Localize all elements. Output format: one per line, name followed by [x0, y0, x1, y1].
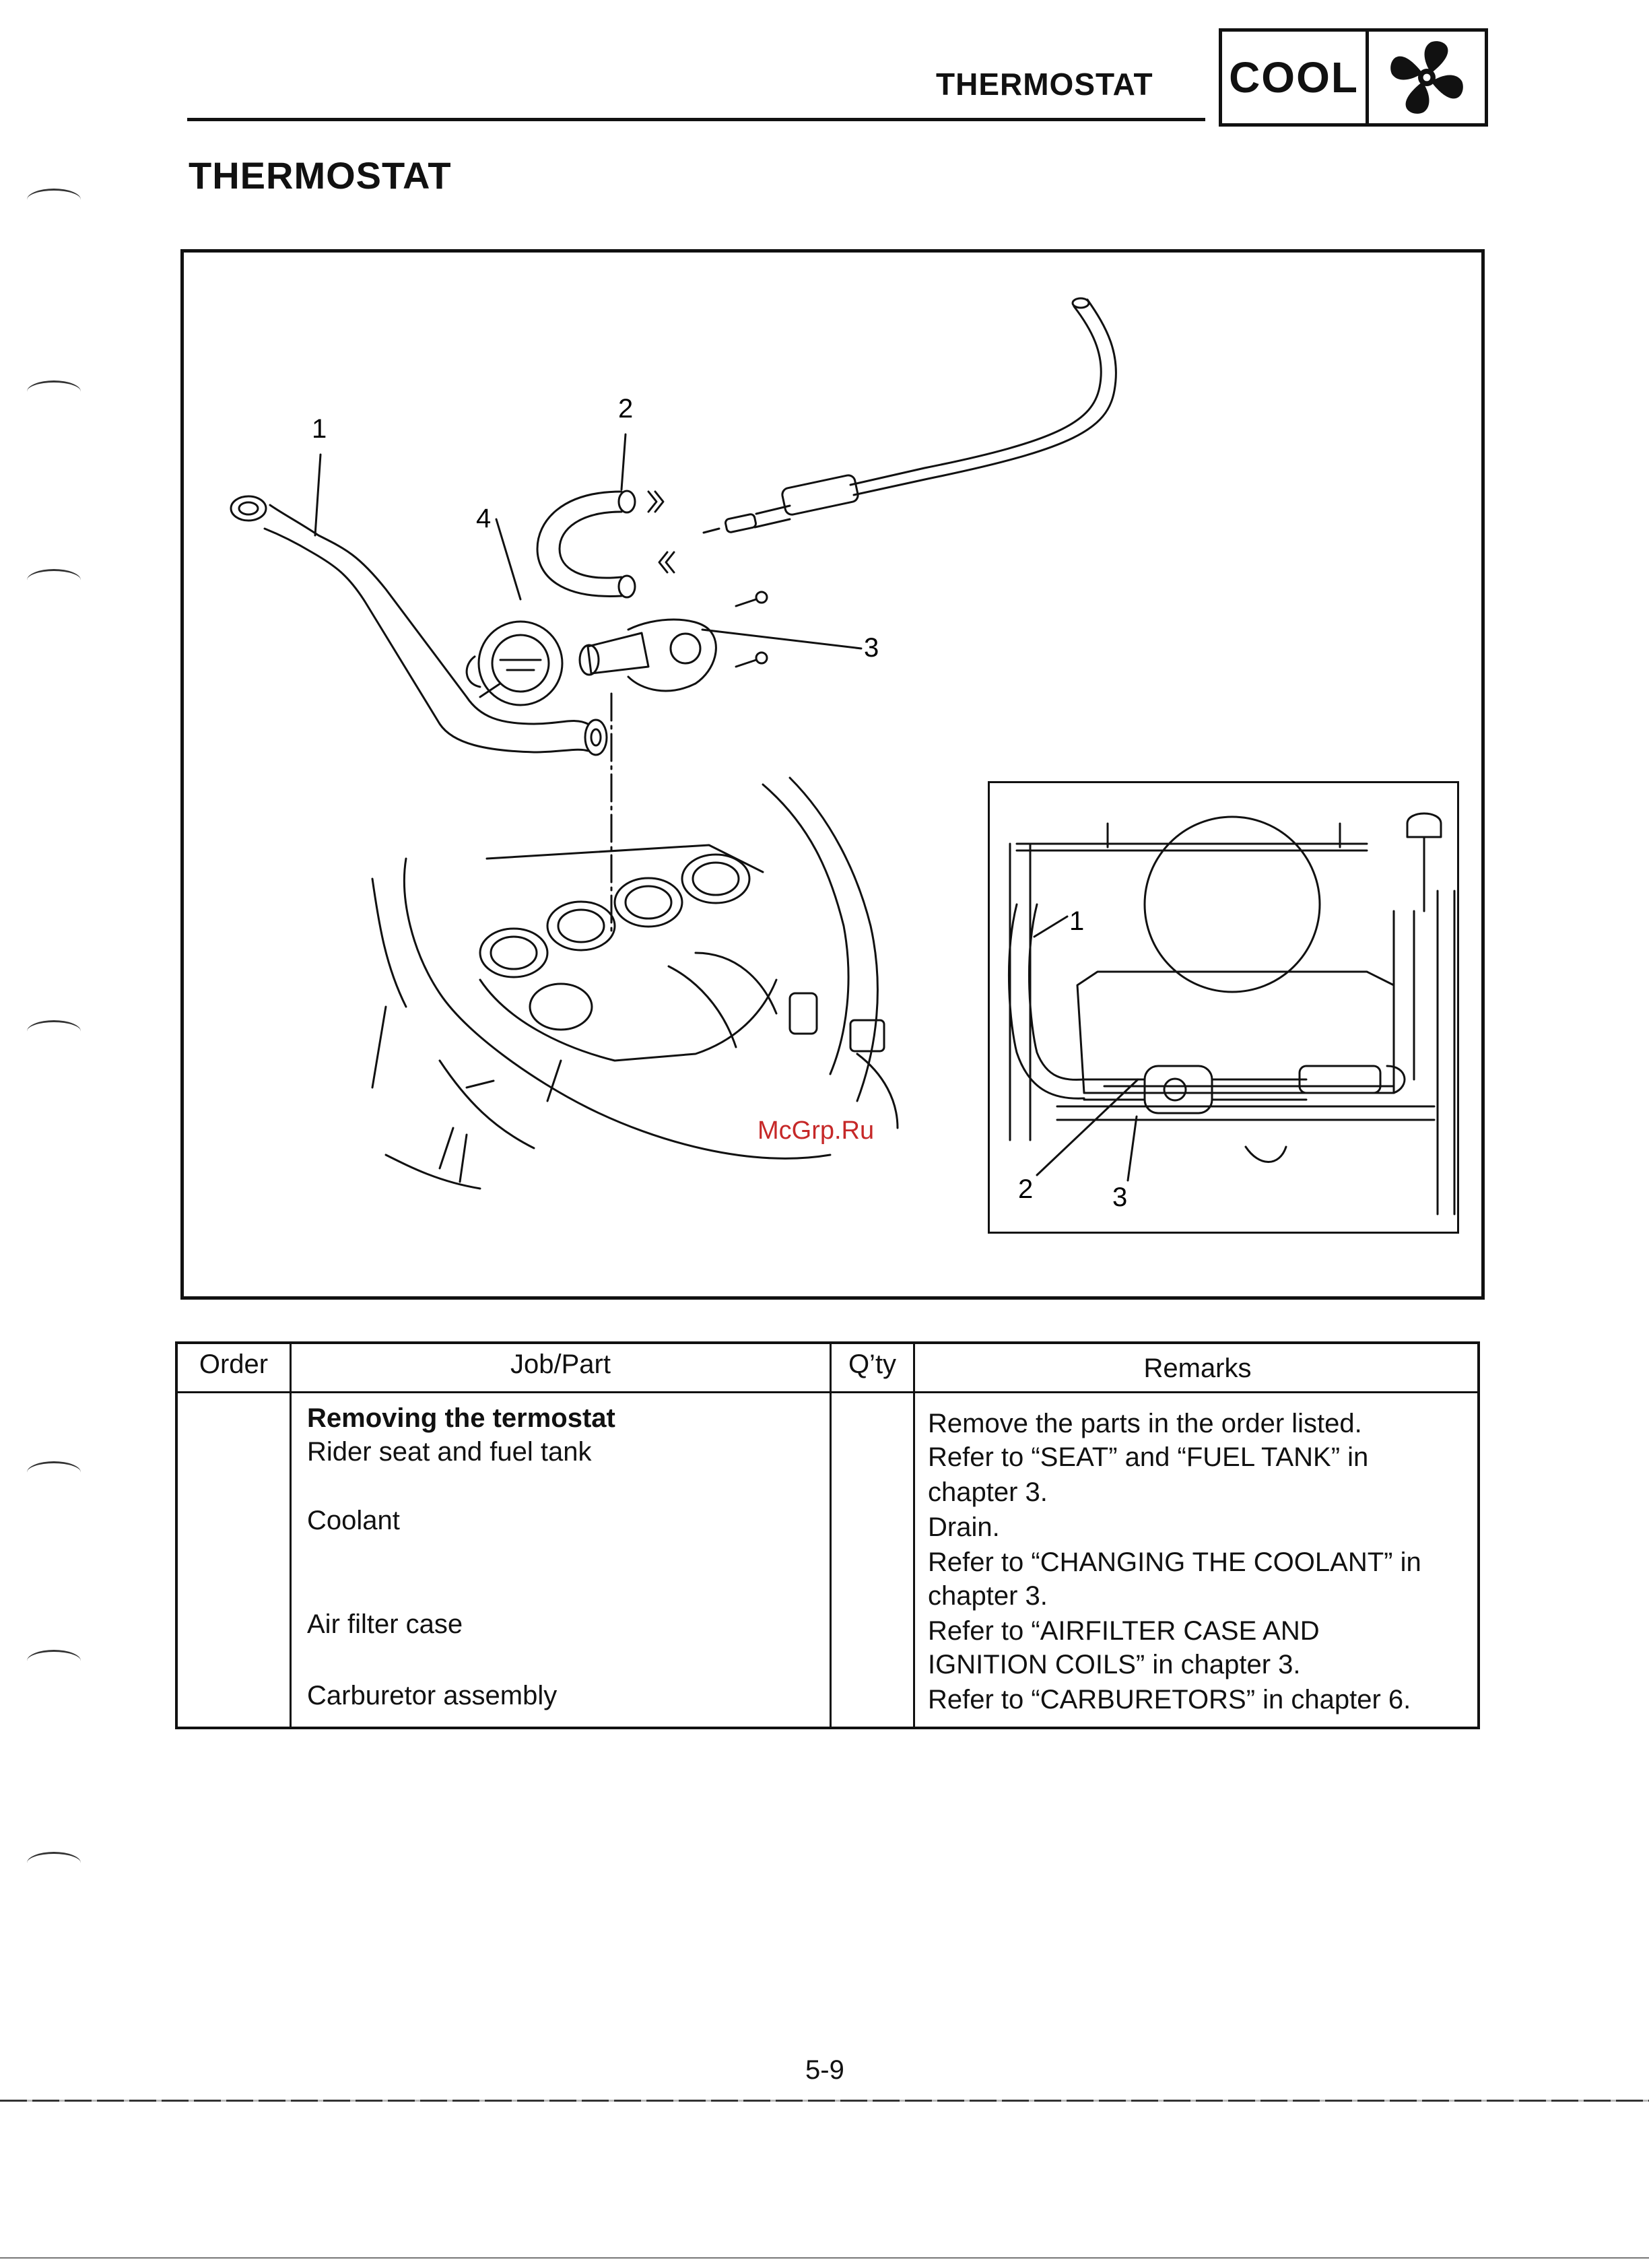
table-divider: [913, 1344, 915, 1727]
table-divider: [830, 1344, 832, 1727]
section-header-title: THERMOSTAT: [936, 67, 1153, 102]
radiator-location-diagram: 1 2 3: [1007, 812, 1456, 1215]
exploded-view-figure: 1 2 3 4: [180, 249, 1485, 1300]
watermark: McGrp.Ru: [758, 1116, 875, 1145]
job-part-cell: Air filter case: [307, 1609, 463, 1639]
inset-location-view: 1 2 3: [988, 781, 1459, 1234]
binder-mark: [27, 380, 81, 403]
table-divider: [290, 1344, 292, 1727]
chapter-tab-label: COOL: [1222, 32, 1369, 123]
callout-4: 4: [476, 504, 491, 533]
header-rule: [187, 118, 1205, 121]
table-header-rule: [178, 1391, 1477, 1393]
remarks-line: Refer to “AIRFILTER CASE AND: [928, 1616, 1320, 1646]
binder-mark: [27, 189, 81, 211]
remarks-line: chapter 3.: [928, 1581, 1048, 1611]
footer-rule: [0, 2100, 1649, 2102]
page-number: 5-9: [805, 2055, 844, 2085]
remarks-line: IGNITION COILS” in chapter 3.: [928, 1650, 1301, 1679]
callout-3: 3: [864, 633, 879, 663]
binder-mark: [27, 1020, 81, 1042]
binder-mark: [27, 1852, 81, 1874]
column-header-remarks: Remarks: [1143, 1354, 1252, 1383]
inset-callout-3: 3: [1112, 1182, 1127, 1212]
remarks-line: Remove the parts in the order listed.: [928, 1409, 1362, 1438]
remarks-line: Refer to “CHANGING THE COOLANT” in: [928, 1547, 1421, 1577]
chapter-tab: COOL: [1219, 28, 1488, 127]
binder-mark: [27, 1650, 81, 1672]
remarks-line: Drain.: [928, 1512, 1000, 1542]
job-part-cell: Carburetor assembly: [307, 1681, 558, 1710]
inset-callout-1: 1: [1069, 906, 1084, 936]
remarks-line: Refer to “SEAT” and “FUEL TANK” in: [928, 1442, 1369, 1472]
remarks-line: chapter 3.: [928, 1477, 1048, 1507]
thermostat-exploded-diagram: 1 2 3 4: [230, 297, 1117, 1190]
callout-2: 2: [618, 394, 633, 424]
job-table: Order Job/Part Q’ty Remarks Removing the…: [175, 1341, 1480, 1729]
job-part-cell: Coolant: [307, 1506, 400, 1535]
callout-1: 1: [312, 414, 327, 444]
remarks-line: Refer to “CARBURETORS” in chapter 6.: [928, 1685, 1411, 1714]
column-header-job-part: Job/Part: [510, 1349, 611, 1379]
column-header-qty: Q’ty: [848, 1349, 897, 1379]
binder-mark: [27, 569, 81, 591]
job-part-cell: Rider seat and fuel tank: [307, 1437, 592, 1467]
page-edge-line: [0, 2257, 1649, 2259]
section-heading: Removing the termostat: [307, 1403, 615, 1433]
inset-callout-2: 2: [1018, 1174, 1033, 1204]
column-header-order: Order: [199, 1349, 269, 1379]
fan-icon: [1369, 32, 1485, 123]
page-title: THERMOSTAT: [189, 154, 452, 197]
binder-mark: [27, 1461, 81, 1483]
